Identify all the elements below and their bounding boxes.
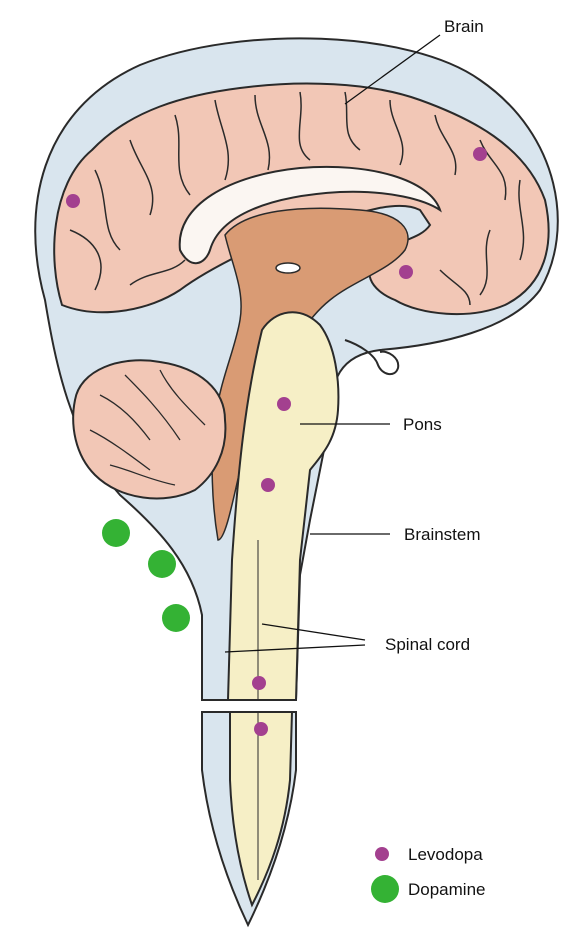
dopamine-dot (102, 519, 130, 547)
brain-label: Brain (444, 17, 484, 36)
third-ventricle (276, 263, 300, 273)
legend: Levodopa Dopamine (371, 845, 486, 903)
levodopa-dot (252, 676, 266, 690)
spinal-cord-label: Spinal cord (385, 635, 470, 654)
levodopa-dot (473, 147, 487, 161)
pons-label: Pons (403, 415, 442, 434)
levodopa-dot (399, 265, 413, 279)
dopamine-dot (162, 604, 190, 632)
legend-levodopa-marker (375, 847, 389, 861)
legend-levodopa-label: Levodopa (408, 845, 483, 864)
legend-dopamine-marker (371, 875, 399, 903)
legend-dopamine-label: Dopamine (408, 880, 486, 899)
brainstem-label: Brainstem (404, 525, 481, 544)
dopamine-dot (148, 550, 176, 578)
levodopa-dot (254, 722, 268, 736)
levodopa-dot (261, 478, 275, 492)
levodopa-dot (66, 194, 80, 208)
levodopa-dot (277, 397, 291, 411)
